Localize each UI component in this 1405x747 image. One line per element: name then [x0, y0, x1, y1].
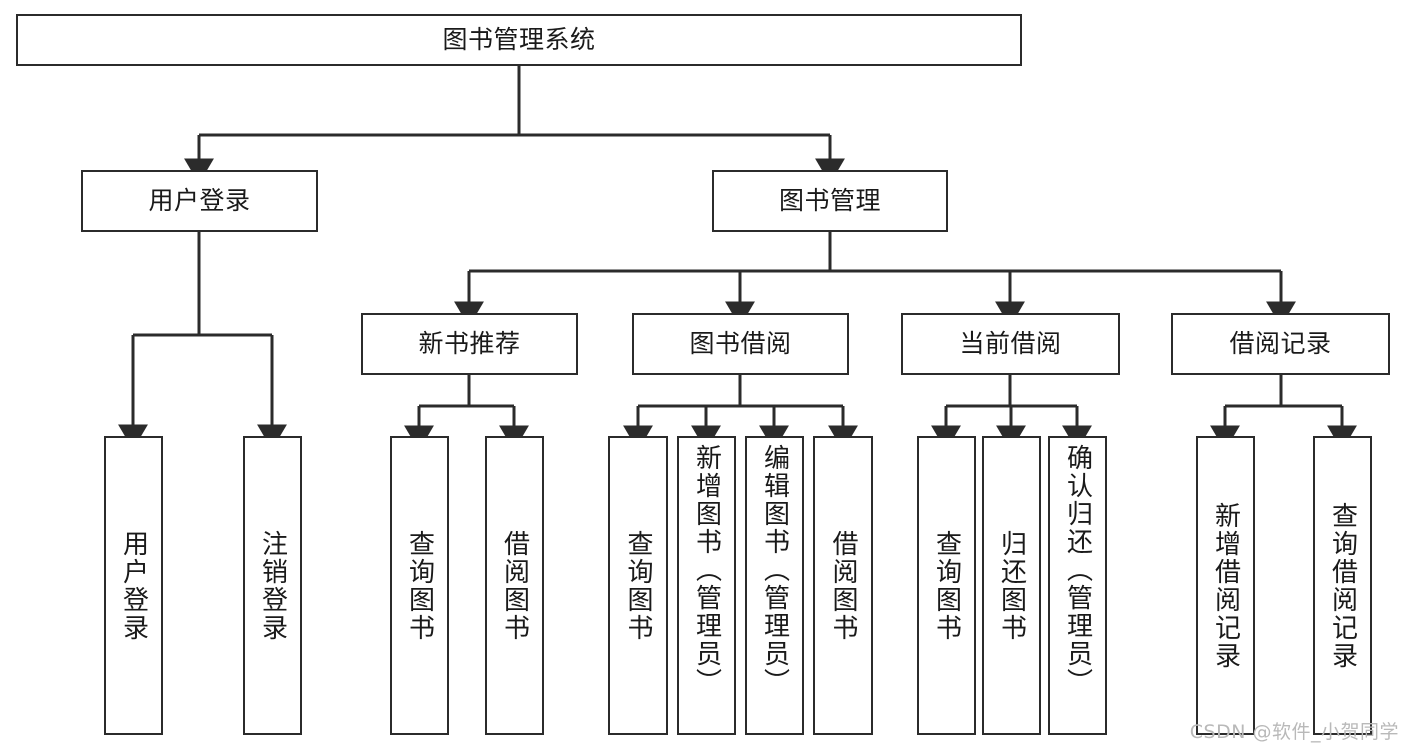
node-book-management[interactable]: 图书管理 — [712, 170, 948, 232]
node-leaf-edit-book-label: 编辑图书（管理员） — [759, 444, 790, 696]
node-leaf-user-logout[interactable]: 注销登录 — [243, 436, 302, 735]
node-leaf-add-book[interactable]: 新增图书（管理员） — [677, 436, 736, 735]
node-leaf-edit-book[interactable]: 编辑图书（管理员） — [745, 436, 804, 735]
node-book-borrow-label: 图书借阅 — [689, 329, 792, 358]
node-leaf-borrow-book-2[interactable]: 借阅图书 — [813, 436, 873, 735]
node-new-book-recommend-label: 新书推荐 — [418, 329, 521, 358]
node-leaf-query-book-1[interactable]: 查询图书 — [390, 436, 449, 735]
node-leaf-query-book-3[interactable]: 查询图书 — [917, 436, 976, 735]
node-borrow-record[interactable]: 借阅记录 — [1171, 313, 1390, 375]
node-leaf-return-book[interactable]: 归还图书 — [982, 436, 1041, 735]
node-book-borrow[interactable]: 图书借阅 — [632, 313, 849, 375]
node-leaf-borrow-book-2-label: 借阅图书 — [828, 529, 858, 642]
csdn-watermark: CSDN @软件_小贺同学 — [1189, 721, 1399, 743]
node-user-login[interactable]: 用户登录 — [81, 170, 318, 232]
node-leaf-return-book-label: 归还图书 — [996, 529, 1027, 642]
node-leaf-add-record-label: 新增借阅记录 — [1210, 501, 1241, 670]
node-leaf-borrow-book-1-label: 借阅图书 — [499, 529, 530, 642]
node-leaf-query-book-2[interactable]: 查询图书 — [608, 436, 668, 735]
node-user-login-label: 用户登录 — [148, 186, 251, 215]
node-current-borrow-label: 当前借阅 — [959, 329, 1062, 358]
node-leaf-query-book-2-label: 查询图书 — [623, 529, 653, 642]
node-leaf-user-login[interactable]: 用户登录 — [104, 436, 163, 735]
node-book-management-label: 图书管理 — [778, 186, 881, 215]
node-leaf-confirm-return-label: 确认归还（管理员） — [1062, 444, 1093, 696]
node-leaf-query-book-1-label: 查询图书 — [404, 529, 435, 642]
node-leaf-query-record[interactable]: 查询借阅记录 — [1313, 436, 1372, 735]
node-leaf-add-record[interactable]: 新增借阅记录 — [1196, 436, 1255, 735]
node-leaf-confirm-return[interactable]: 确认归还（管理员） — [1048, 436, 1107, 735]
node-leaf-add-book-label: 新增图书（管理员） — [691, 444, 722, 696]
node-leaf-query-record-label: 查询借阅记录 — [1327, 501, 1358, 670]
node-leaf-query-book-3-label: 查询图书 — [931, 529, 962, 642]
node-leaf-user-login-label: 用户登录 — [118, 529, 149, 642]
node-leaf-borrow-book-1[interactable]: 借阅图书 — [485, 436, 544, 735]
node-root[interactable]: 图书管理系统 — [16, 14, 1022, 66]
node-new-book-recommend[interactable]: 新书推荐 — [361, 313, 578, 375]
node-borrow-record-label: 借阅记录 — [1229, 329, 1332, 358]
node-root-label: 图书管理系统 — [442, 25, 596, 54]
node-leaf-user-logout-label: 注销登录 — [257, 529, 288, 642]
node-current-borrow[interactable]: 当前借阅 — [901, 313, 1120, 375]
